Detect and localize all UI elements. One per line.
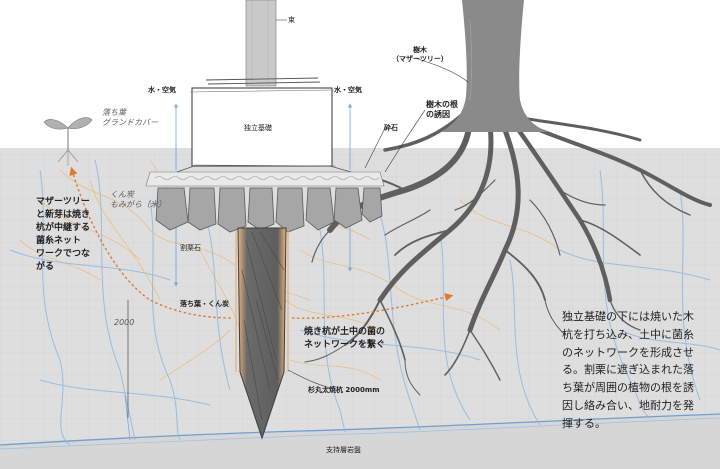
- charred-pile: [235, 227, 289, 440]
- label-post: 束: [288, 16, 295, 24]
- label-charcoal-handwritten: くん炭 もみがら（米）: [110, 190, 166, 210]
- label-gravel: 砕石: [384, 124, 398, 132]
- mother-tree: [440, 0, 548, 132]
- bedrock-line: [0, 413, 720, 469]
- label-mother-tree: 樹木 （マザーツリー）: [392, 46, 448, 64]
- label-root-induction: 樹木の根 の誘因: [426, 100, 458, 120]
- label-water-air-left: 水・空気: [148, 86, 176, 94]
- label-leaves-charcoal: 落ち葉・くん炭: [180, 300, 229, 308]
- wooden-post: [245, 0, 287, 87]
- label-water-air-right: 水・空気: [334, 86, 362, 94]
- label-dimension: 2000: [114, 318, 135, 327]
- description-text: 独立基礎の下には焼いた木杭を打ち込み、土中に菌糸のネットワークを形成させる。割栗…: [562, 310, 694, 430]
- label-foundation: 独立基礎: [244, 124, 272, 132]
- leader-lines: [127, 57, 469, 418]
- gravel-layer: [145, 171, 385, 187]
- label-bedrock: 支持層岩盤: [326, 446, 361, 454]
- label-split-stone: 割栗石: [180, 244, 201, 252]
- network-arrows: [69, 166, 454, 319]
- split-stones: [155, 187, 383, 233]
- water-channels: [9, 103, 720, 446]
- label-mother-tree-network: マザーツリー と新芽は焼き 杭が中継する 菌糸ネット ワークでつな がる: [36, 197, 91, 273]
- label-fallen-leaves-handwritten: 落ち葉 グランドカバー: [102, 108, 158, 128]
- seedling: [43, 117, 93, 166]
- label-pile-network: 焼き杭が土中の菌の ネットワークを繋ぐ: [304, 327, 386, 351]
- label-cedar-pile: 杉丸太焼杭 2000mm: [308, 386, 380, 394]
- foundation-block: [159, 77, 373, 179]
